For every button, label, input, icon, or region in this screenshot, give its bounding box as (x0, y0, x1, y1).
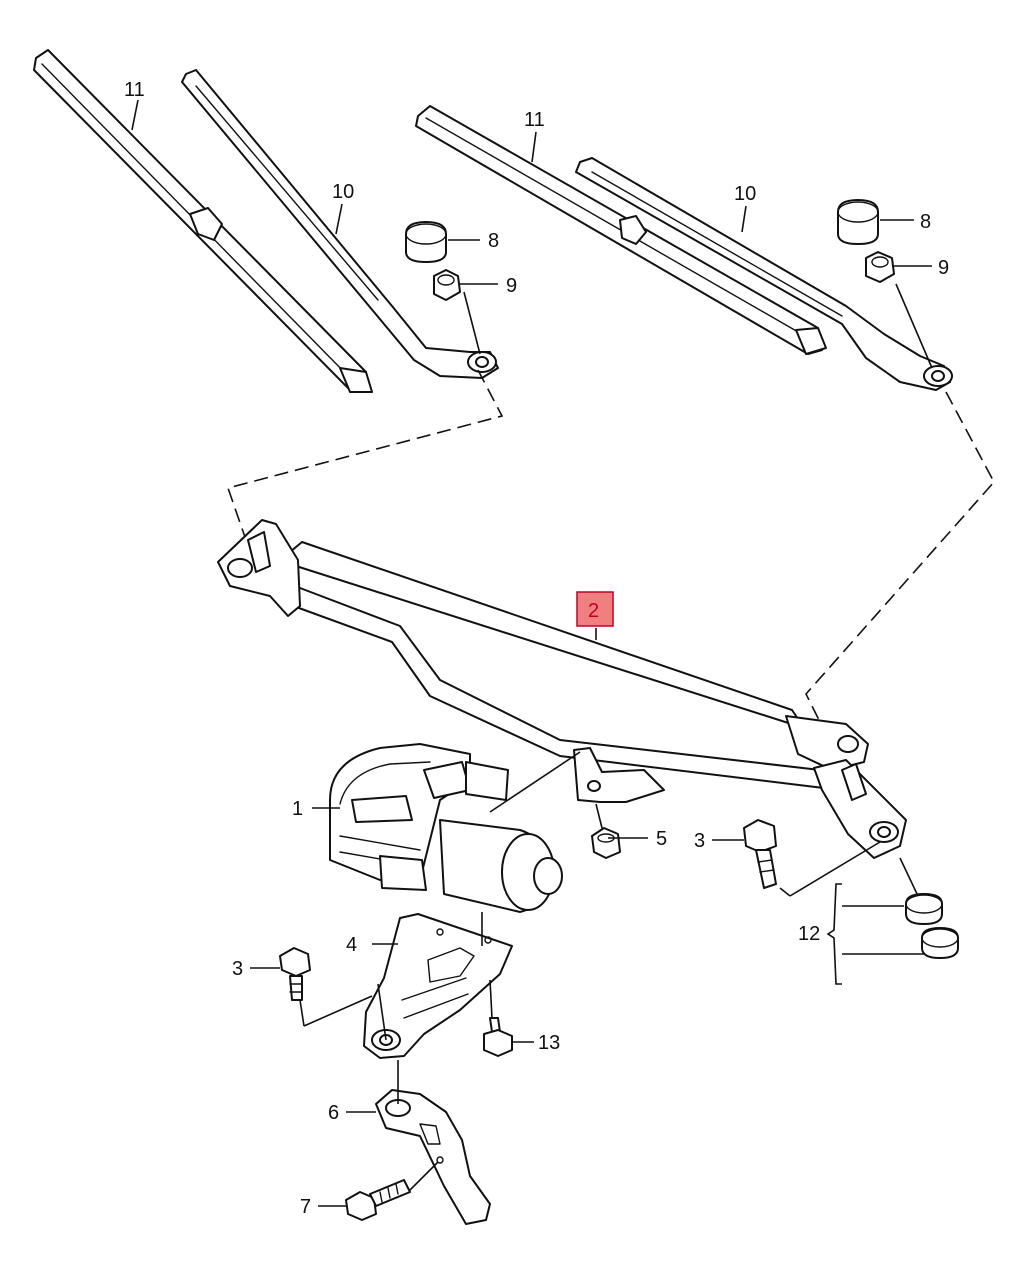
callout-11-left[interactable]: 11 (124, 79, 145, 101)
callout-10-left[interactable]: 10 (332, 181, 354, 203)
callout-7[interactable]: 7 (300, 1196, 311, 1218)
callout-6[interactable]: 6 (328, 1102, 339, 1124)
callout-1[interactable]: 1 (292, 798, 303, 820)
right-nut[interactable] (865, 251, 895, 283)
callout-5[interactable]: 5 (656, 828, 667, 850)
leader-lines (131, 99, 933, 1207)
right-cap[interactable] (837, 199, 879, 245)
wiper-linkage[interactable] (217, 519, 907, 859)
callout-3-right[interactable]: 3 (694, 830, 705, 852)
right-wiper-blade[interactable] (415, 105, 827, 355)
callout-8-right[interactable]: 8 (920, 211, 931, 233)
callout-8-left[interactable]: 8 (488, 230, 499, 252)
bolt-3-left[interactable] (279, 947, 311, 1001)
right-arm-assembly-line (805, 391, 995, 783)
callout-11-right[interactable]: 11 (524, 109, 545, 131)
left-nut[interactable] (433, 269, 461, 301)
callout-13[interactable]: 13 (538, 1032, 560, 1054)
callout-3-left[interactable]: 3 (232, 958, 243, 980)
callout-9-right[interactable]: 9 (938, 257, 949, 279)
left-arm-assembly-line (226, 369, 504, 541)
left-cap[interactable] (405, 221, 447, 263)
mounting-bracket[interactable] (375, 1089, 491, 1225)
callout-9-left[interactable]: 9 (506, 275, 517, 297)
callout-2[interactable]: 2 (588, 600, 599, 622)
nut-5[interactable] (591, 827, 621, 859)
highlight-box (576, 591, 614, 627)
grommet-lower[interactable] (921, 927, 959, 959)
callout-12[interactable]: 12 (798, 923, 820, 945)
wiper-motor[interactable] (329, 743, 563, 913)
callout-10-right[interactable]: 10 (734, 183, 756, 205)
callout-4[interactable]: 4 (346, 934, 357, 956)
grommet-upper[interactable] (905, 893, 943, 925)
right-wiper-arm[interactable] (575, 157, 953, 391)
left-wiper-blade[interactable] (33, 49, 373, 393)
bolt-13[interactable] (483, 1017, 513, 1057)
bolt-7[interactable] (345, 1179, 411, 1221)
left-wiper-arm[interactable] (181, 69, 499, 379)
bolt-3-right[interactable] (743, 819, 777, 889)
